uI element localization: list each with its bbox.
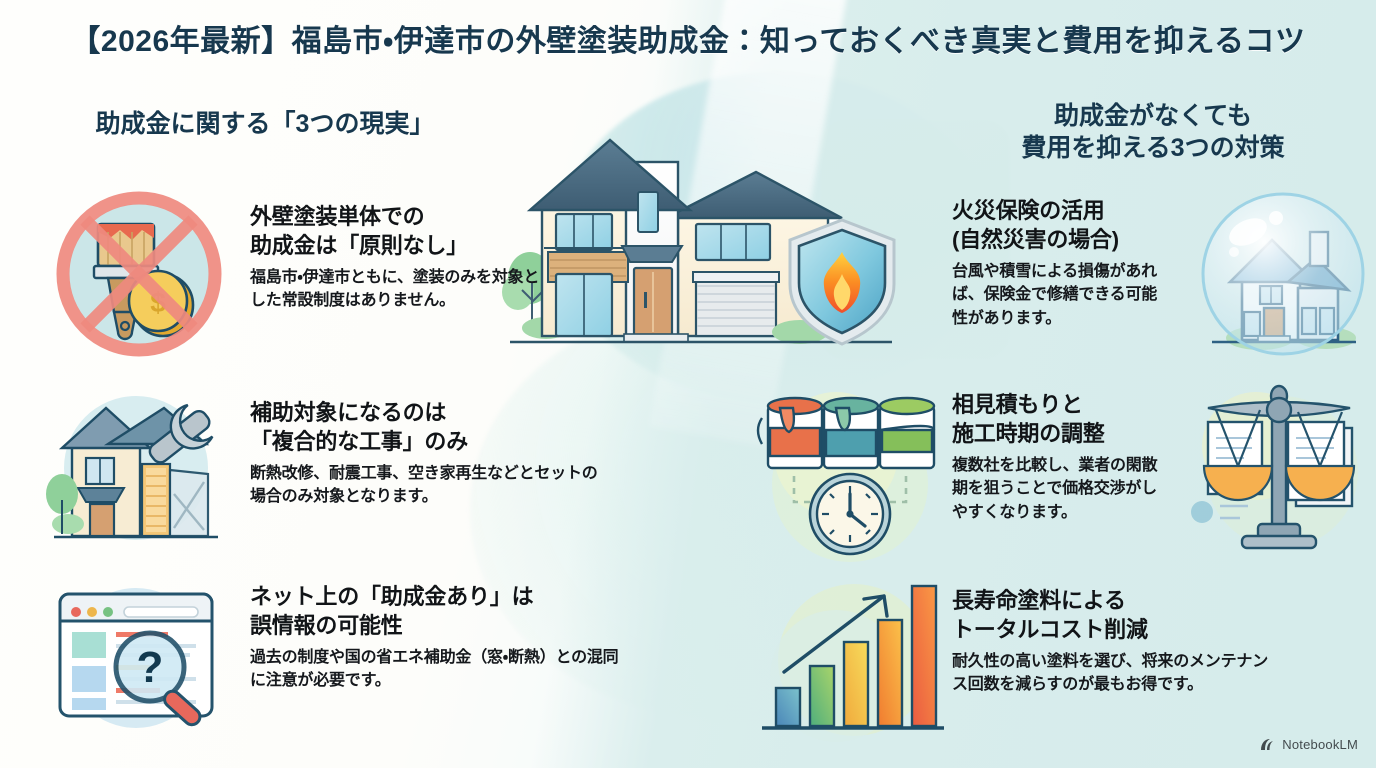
right-heading-line-2: 費用を抑える3つの対策 — [1021, 134, 1285, 162]
right-item-2: 相見積もりと 施工時期の調整 複数社を比較し、業者の閑散期を狙うことで価格交渉が… — [952, 384, 1376, 564]
notebooklm-logo-icon — [1261, 738, 1274, 750]
left-item-3-title: ネット上の「助成金あり」は 誤情報の可能性 — [250, 582, 646, 640]
browser-magnifier-question-icon: ? — [46, 572, 232, 742]
fire-shield-badge-icon — [788, 218, 896, 346]
right-column-heading: 助成金がなくても 費用を抑える3つの対策 — [930, 100, 1376, 164]
scales-comparison-icon — [1186, 384, 1376, 564]
svg-text:?: ? — [137, 643, 164, 692]
house-in-bubble-icon — [1190, 190, 1376, 358]
house-wrench-insulation-icon — [46, 382, 232, 558]
left-item-3-body: 過去の制度や国の省エネ補助金（窓・断熱）との混同に注意が必要です。 — [250, 649, 619, 690]
title-line-1: 相見積もりと — [952, 392, 1083, 417]
right-item-3-title: 長寿命塗料による トータルコスト削減 — [952, 586, 1364, 644]
title-line-2: 施工時期の調整 — [952, 421, 1105, 447]
right-item-3-text: 長寿命塗料による トータルコスト削減 耐久性の高い塗料を選び、将来のメンテナンス… — [952, 572, 1376, 697]
no-paint-subsidy-icon: $ — [46, 186, 232, 362]
left-item-3: ? ネット上の「助成金あり」は 誤情報の可能性 過去の制度や国の省エネ補助金（窓… — [46, 572, 646, 742]
left-item-2-text: 補助対象になるのは 「複合的な工事」のみ 断熱改修、耐震工事、空き家再生などとセ… — [232, 382, 606, 509]
right-item-1-text: 火災保険の活用 (自然災害の場合) 台風や積雪による損傷があれば、保険金で修繕で… — [952, 190, 1190, 330]
left-item-1-text: 外壁塗装単体での 助成金は「原則なし」 福島市・伊達市ともに、塗装のみを対象とし… — [232, 186, 606, 313]
title-line-2: (自然災害の場合) — [952, 227, 1119, 253]
left-item-1: $ 外壁塗装単体での 助成金は「原則なし」 福島市・伊達市ともに、塗装のみを対象… — [46, 186, 606, 362]
title-line-1: ネット上の「助成金あり」は — [250, 584, 534, 609]
watermark: NotebookLM — [1260, 737, 1358, 752]
left-item-1-body: 福島市・伊達市ともに、塗装のみを対象とした常設制度はありません。 — [250, 269, 540, 310]
right-heading-line-1: 助成金がなくても — [1053, 102, 1252, 130]
title-line-1: 補助対象になるのは — [250, 400, 447, 425]
left-item-2-title: 補助対象になるのは 「複合的な工事」のみ — [250, 398, 606, 456]
title-line-2: 「複合的な工事」のみ — [250, 429, 469, 455]
title-line-2: 誤情報の可能性 — [250, 613, 403, 639]
right-item-1: 火災保険の活用 (自然災害の場合) 台風や積雪による損傷があれば、保険金で修繕で… — [952, 190, 1376, 358]
left-item-2-body: 断熱改修、耐震工事、空き家再生などとセットの場合のみ対象となります。 — [250, 465, 598, 506]
center-illustration — [500, 96, 900, 371]
right-item-2-title: 相見積もりと 施工時期の調整 — [952, 390, 1174, 448]
right-item-3-body: 耐久性の高い塗料を選び、将来のメンテナンス回数を減らすのが最もお得です。 — [952, 653, 1269, 694]
watermark-label: NotebookLM — [1282, 737, 1358, 752]
rising-bar-chart-icon — [748, 576, 954, 751]
left-item-1-title: 外壁塗装単体での 助成金は「原則なし」 — [250, 202, 606, 260]
page-title: 【2026年最新】福島市・伊達市の外壁塗装助成金：知っておくべき真実と費用を抑え… — [70, 25, 1306, 58]
title-line-2: 助成金は「原則なし」 — [250, 233, 469, 259]
house-illustration-svg — [502, 138, 896, 346]
left-item-3-text: ネット上の「助成金あり」は 誤情報の可能性 過去の制度や国の省エネ補助金（窓・断… — [232, 572, 646, 693]
right-item-1-title: 火災保険の活用 (自然災害の場合) — [952, 196, 1178, 254]
left-item-2: 補助対象になるのは 「複合的な工事」のみ 断熱改修、耐震工事、空き家再生などとセ… — [46, 382, 606, 558]
right-item-2-text: 相見積もりと 施工時期の調整 複数社を比較し、業者の閑散期を狙うことで価格交渉が… — [952, 384, 1186, 524]
right-item-2-body: 複数社を比較し、業者の閑散期を狙うことで価格交渉がしやすくなります。 — [952, 457, 1158, 521]
title-line-1: 外壁塗装単体での — [250, 204, 425, 229]
paint-cans-clock-icon — [744, 384, 956, 575]
right-item-1-body: 台風や積雪による損傷があれば、保険金で修繕できる可能性があります。 — [952, 263, 1158, 327]
title-line-2: トータルコスト削減 — [952, 617, 1148, 643]
right-item-3: 長寿命塗料による トータルコスト削減 耐久性の高い塗料を選び、将来のメンテナンス… — [952, 572, 1376, 697]
house-left-wing — [526, 138, 694, 338]
left-column-heading: 助成金に関する「3つの現実」 — [95, 110, 435, 138]
title-line-1: 長寿命塗料による — [952, 588, 1126, 613]
title-line-1: 火災保険の活用 — [952, 198, 1105, 223]
